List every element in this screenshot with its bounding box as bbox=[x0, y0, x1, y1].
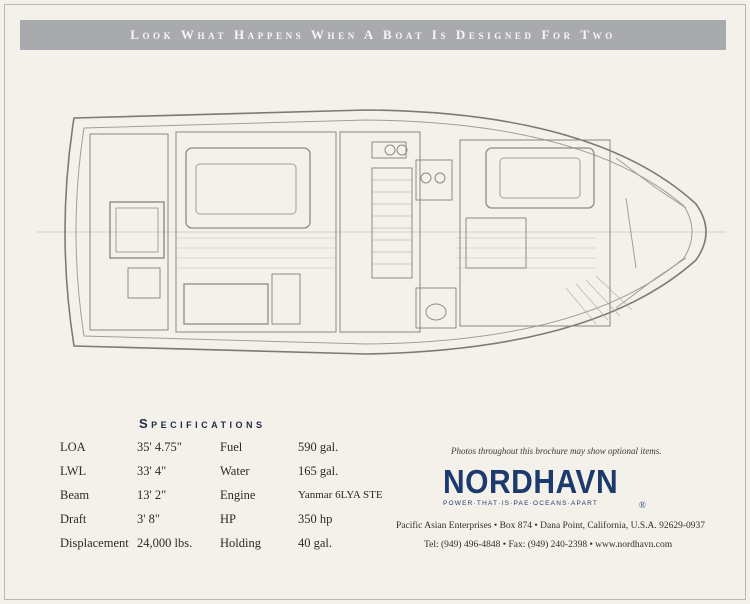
spec-label: Draft bbox=[60, 512, 87, 526]
deck-plan-svg bbox=[36, 109, 726, 355]
spec-value: 13' 2" bbox=[137, 488, 167, 502]
spec-value: 40 gal. bbox=[298, 536, 333, 550]
company-contact: Tel: (949) 496-4848 • Fax: (949) 240-239… bbox=[424, 540, 673, 550]
company-address: Pacific Asian Enterprises • Box 874 • Da… bbox=[396, 521, 706, 531]
optional-items-note: Photos throughout this brochure may show… bbox=[451, 446, 662, 456]
nordhavn-logo: NORDHAVN POWER·THAT·IS·PAE·OCEANS·APART bbox=[443, 463, 653, 507]
spec-value: 350 hp bbox=[298, 512, 333, 526]
spec-value: Yanmar 6LYA STE bbox=[298, 489, 383, 501]
registered-mark: ® bbox=[639, 500, 646, 510]
spec-label: Fuel bbox=[220, 440, 243, 454]
spec-value: 33' 4" bbox=[137, 464, 167, 478]
banner-title: Look What Happens When A Boat Is Designe… bbox=[20, 20, 726, 50]
spec-value: 590 gal. bbox=[298, 440, 339, 454]
spec-value: 24,000 lbs. bbox=[137, 536, 193, 550]
logo-wordmark: NORDHAVN bbox=[443, 463, 619, 501]
spec-label: LOA bbox=[60, 440, 86, 454]
spec-value: 35' 4.75" bbox=[137, 440, 182, 454]
spec-label: Holding bbox=[220, 536, 261, 550]
spec-label: LWL bbox=[60, 464, 87, 478]
spec-label: Water bbox=[220, 464, 250, 478]
spec-value: 3' 8" bbox=[137, 512, 160, 526]
spec-label: Engine bbox=[220, 488, 256, 502]
spec-label: Displacement bbox=[60, 536, 129, 550]
logo-tagline: POWER·THAT·IS·PAE·OCEANS·APART bbox=[443, 500, 599, 507]
deck-plan-drawing bbox=[36, 88, 726, 378]
spec-label: HP bbox=[220, 512, 236, 526]
spec-label: Beam bbox=[60, 488, 90, 502]
page-border bbox=[4, 4, 746, 600]
specifications-heading: Specifications bbox=[139, 416, 266, 431]
spec-value: 165 gal. bbox=[298, 464, 339, 478]
